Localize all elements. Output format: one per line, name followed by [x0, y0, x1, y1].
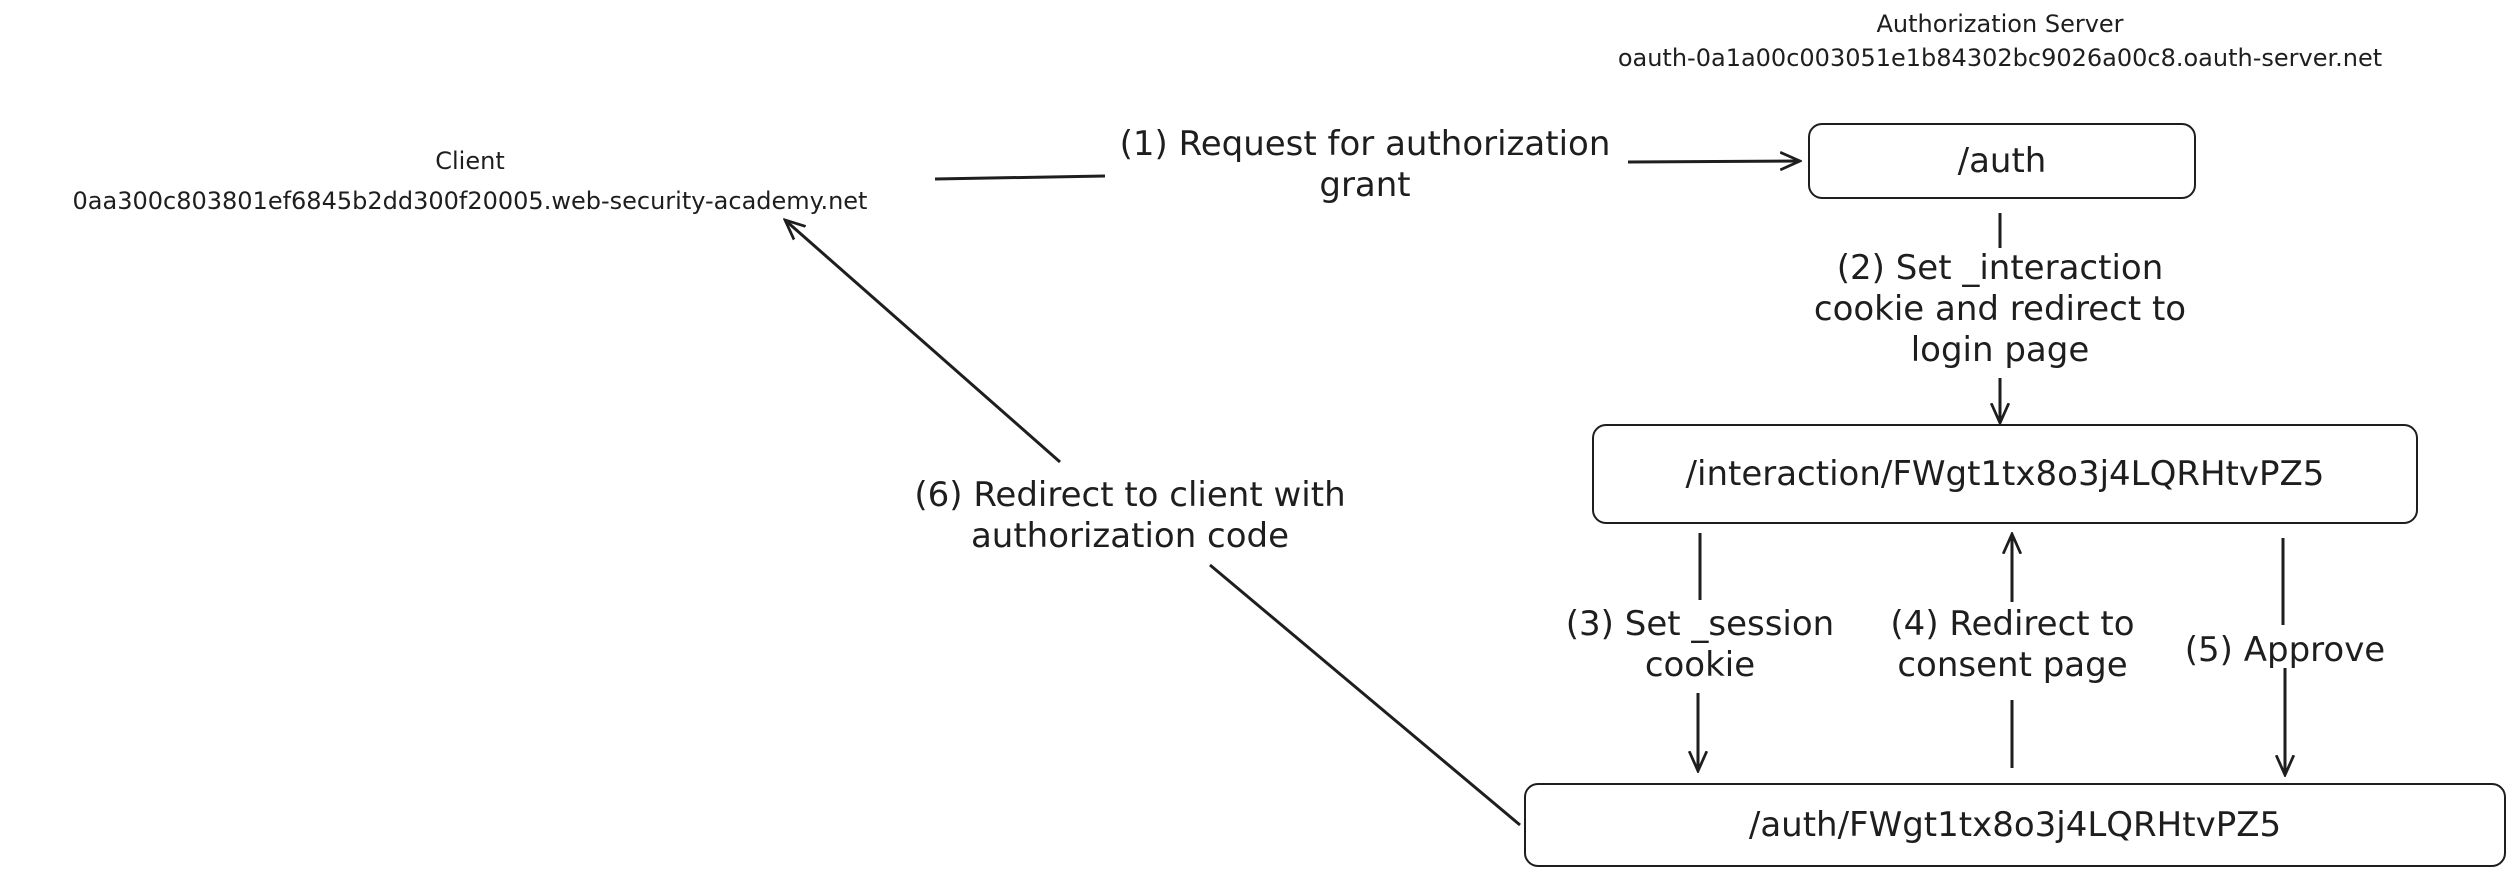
edge-6-arrow	[785, 220, 1061, 464]
edge-1-segment-left	[934, 174, 1106, 181]
client-host: 0aa300c803801ef6845b2dd300f20005.web-sec…	[72, 187, 868, 215]
node-interaction: /interaction/FWgt1tx8o3j4LQRHtvPZ5	[1592, 424, 2418, 524]
edge-1-arrow	[1627, 161, 1800, 162]
server-host: oauth-0a1a00c003051e1b84302bc9026a00c8.o…	[1617, 44, 2383, 72]
node-interaction-label: /interaction/FWgt1tx8o3j4LQRHtvPZ5	[1685, 454, 2325, 494]
step-1-label: (1) Request for authorization grant	[1119, 124, 1611, 205]
step-6-label: (6) Redirect to client with authorizatio…	[914, 475, 1346, 556]
edge-6-segment-bottom	[1209, 563, 1521, 827]
node-auth: /auth	[1808, 123, 2196, 199]
step-3-label: (3) Set _session cookie	[1565, 604, 1835, 685]
node-auth-label: /auth	[1957, 141, 2047, 181]
node-auth-id-label: /auth/FWgt1tx8o3j4LQRHtvPZ5	[1748, 805, 2282, 845]
step-5-label: (5) Approve	[2184, 630, 2386, 670]
step-4-label: (4) Redirect to consent page	[1890, 604, 2135, 685]
step-2-label: (2) Set _interaction cookie and redirect…	[1813, 248, 2187, 370]
node-auth-id: /auth/FWgt1tx8o3j4LQRHtvPZ5	[1524, 783, 2506, 867]
client-title: Client	[435, 147, 505, 175]
server-title: Authorization Server	[1876, 10, 2124, 38]
